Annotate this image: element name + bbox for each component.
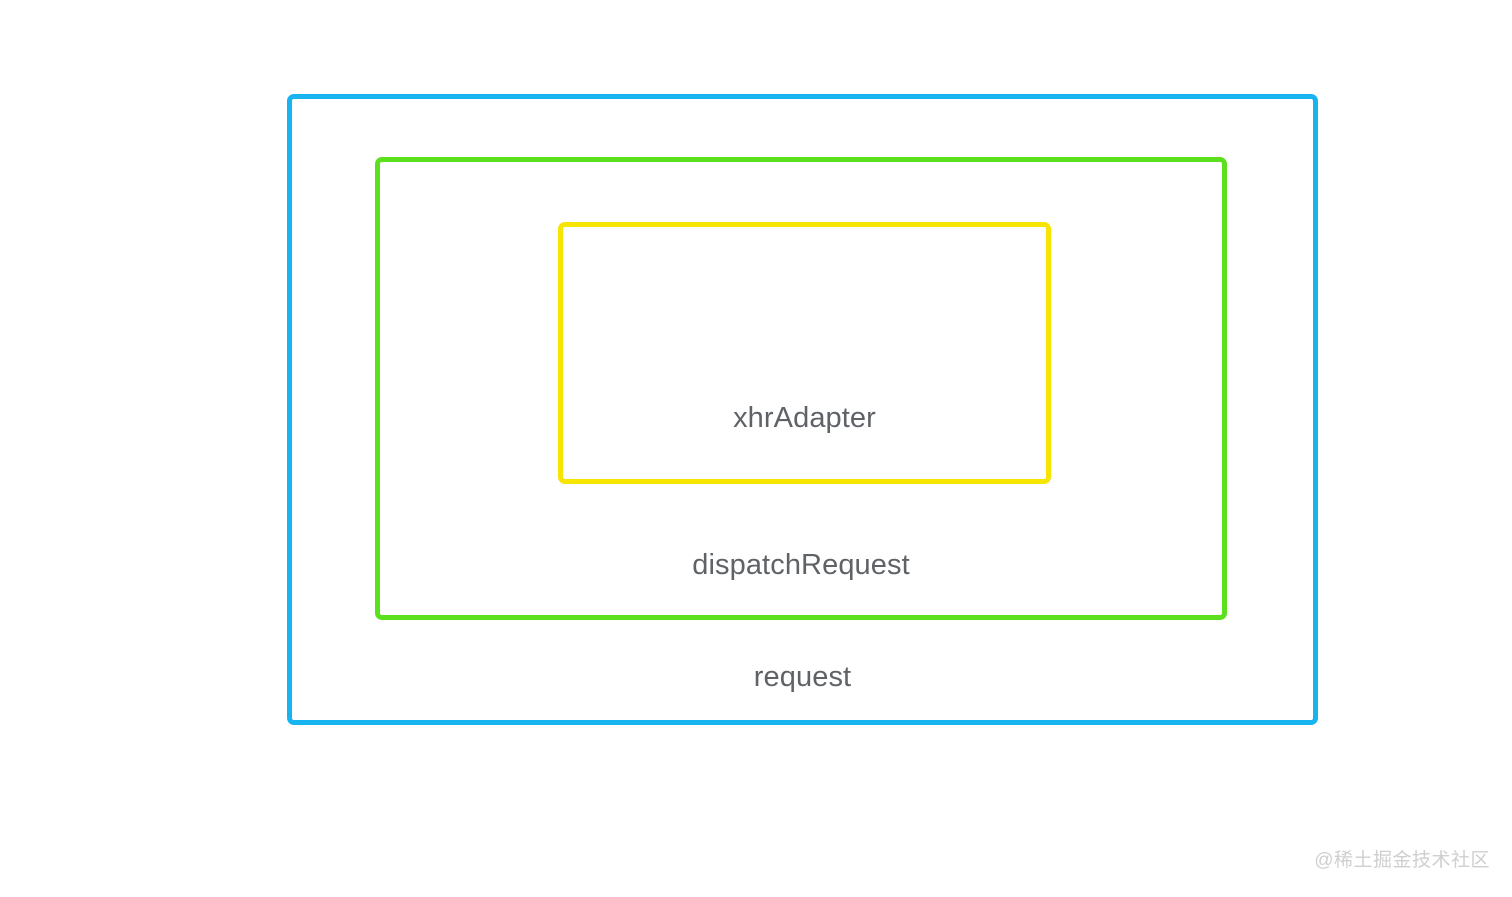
box-xhr-adapter	[558, 222, 1051, 484]
watermark-text: @稀土掘金技术社区	[1314, 850, 1490, 871]
box-label-dispatch-request: dispatchRequest	[692, 549, 910, 581]
box-request	[287, 94, 1318, 725]
box-label-request: request	[753, 661, 852, 693]
box-label-xhr-adapter: xhrAdapter	[733, 402, 876, 434]
box-dispatch-request	[375, 157, 1227, 620]
